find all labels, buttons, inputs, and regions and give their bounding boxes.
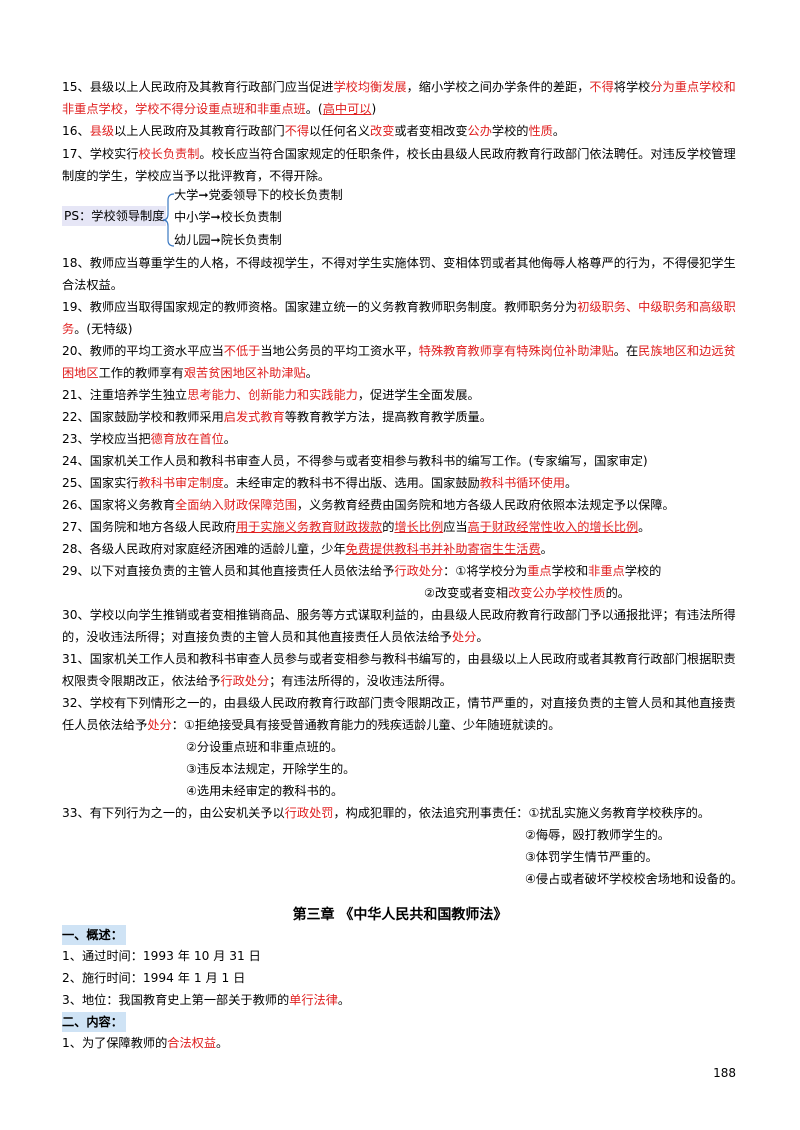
content-line-1: 1、为了保障教师的合法权益。 [62,1036,229,1050]
brace-icon [162,193,175,247]
item-19-line-1: 19、教师应当取得国家规定的教师资格。国家建立统一的义务教育教师职务制度。教师职… [62,300,736,314]
item-21: 21、注重培养学生独立思考能力、创新能力和实践能力，促进学生全面发展。 [62,388,480,402]
page-number: 188 [713,1066,736,1080]
overview-line-1: 1、通过时间：1993 年 10 月 31 日 [62,949,261,963]
section-overview-heading: 一、概述： [62,925,126,945]
item-24: 24、国家机关工作人员和教科书审查人员，不得参与或者变相参与教科书的编写工作。(… [62,454,648,468]
item-33-sub-2: ②侮辱，殴打教师学生的。 [525,828,670,842]
item-18-line-2: 合法权益。 [62,278,123,292]
ps-item-university: 大学➞党委领导下的校长负责制 [174,188,343,202]
item-32-line-2: 任人员依法给予处分：①拒绝接受具有接受普通教育能力的残疾适龄儿童、少年随班就读的… [62,718,561,732]
item-29-line-1: 29、以下对直接负责的主管人员和其他直接责任人员依法给予行政处分：①将学校分为重… [62,564,662,578]
chapter-title: 第三章 《中华人民共和国教师法》 [292,907,508,923]
item-33-line-1: 33、有下列行为之一的，由公安机关予以行政处罚，构成犯罪的，依法追究刑事责任：①… [62,806,711,820]
item-30-line-1: 30、学校以向学生推销或者变相推销商品、服务等方式谋取利益的，由县级人民政府教育… [62,608,736,622]
item-22: 22、国家鼓励学校和教师采用启发式教育等教育教学方法，提高教育教学质量。 [62,410,492,424]
ps-leadership-label: PS：学校领导制度 [62,206,167,226]
item-16: 16、县级以上人民政府及其教育行政部门不得以任何名义改变或者变相改变公办学校的性… [62,124,566,138]
item-30-line-2: 的，没收违法所得；对直接负责的主管人员和其他直接责任人员依法给予处分。 [62,630,489,644]
item-17-line-2: 制度的学生，学校应当予以批评教育，不得开除。 [62,169,331,183]
item-31-line-1: 31、国家机关工作人员和教科书审查人员参与或者变相参与教科书编写的，由县级以上人… [62,652,736,666]
item-29-line-2: ②改变或者变相改变公办学校性质的。 [424,586,630,600]
item-25: 25、国家实行教科书审定制度。未经审定的教科书不得出版、选用。国家鼓励教科书循环… [62,476,578,490]
item-28: 28、各级人民政府对家庭经济困难的适龄儿童，少年免费提供教科书并补助寄宿生生活费… [62,542,553,556]
ps-item-school: 中小学➞校长负责制 [174,210,282,224]
item-20-line-2: 困地区工作的教师享有艰苦贫困地区补助津贴。 [62,366,318,380]
item-32-sub-2: ②分设重点班和非重点班的。 [186,740,344,754]
item-15-line-1: 15、县级以上人民政府及其教育行政部门应当促进学校均衡发展，缩小学校之间办学条件… [62,80,736,94]
item-33-sub-3: ③体罚学生情节严重的。 [525,850,658,864]
item-17-line-1: 17、学校实行校长负责制。校长应当符合国家规定的任职条件，校长由县级人民政府教育… [62,147,736,161]
item-27: 27、国务院和地方各级人民政府用于实施义务教育财政拨款的增长比例应当高于财政经常… [62,520,651,534]
item-33-sub-4: ④侵占或者破坏学校校舍场地和设备的。 [525,872,744,886]
item-23: 23、学校应当把德育放在首位。 [62,432,236,446]
item-32-line-1: 32、学校有下列情形之一的，由县级人民政府教育行政部门责令限期改正，情节严重的，… [62,696,736,710]
item-32-sub-4: ④选用未经审定的教科书的。 [186,784,344,798]
item-20-line-1: 20、教师的平均工资水平应当不低于当地公务员的平均工资水平，特殊教育教师享有特殊… [62,344,736,358]
item-32-sub-3: ③违反本法规定，开除学生的。 [186,762,356,776]
item-18-line-1: 18、教师应当尊重学生的人格，不得歧视学生，不得对学生实施体罚、变相体罚或者其他… [62,256,736,270]
item-15-line-2: 非重点学校，学校不得分设重点班和非重点班。(高中可以) [62,102,377,116]
item-31-line-2: 权限责令限期改正，依法给予行政处分；有违法所得的，没收违法所得。 [62,674,452,688]
overview-line-3: 3、地位：我国教育史上第一部关于教师的单行法律。 [62,993,351,1007]
item-26: 26、国家将义务教育全面纳入财政保障范围，义务教育经费由国务院和地方各级人民政府… [62,498,675,512]
ps-item-kindergarten: 幼儿园➞院长负责制 [174,233,282,247]
item-19-line-2: 务。(无特级) [62,322,133,336]
section-content-heading: 二、内容： [62,1012,126,1032]
overview-line-2: 2、施行时间：1994 年 1 月 1 日 [62,971,246,985]
